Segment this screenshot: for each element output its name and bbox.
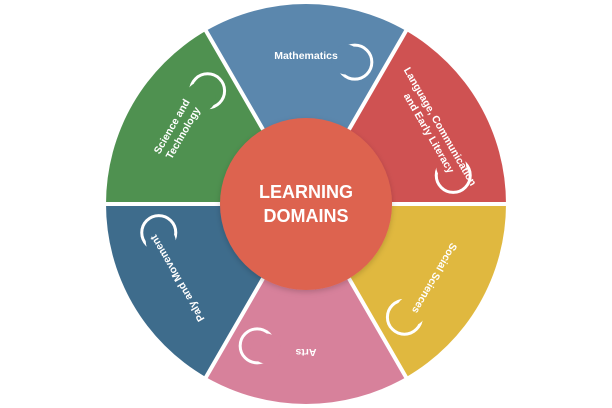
divider-line (203, 28, 265, 131)
puzzle-knob-fill-play (145, 226, 176, 257)
puzzle-knob-fill-arts (250, 333, 281, 364)
divider-line (347, 28, 409, 131)
segment-dividers (104, 28, 508, 380)
divider-line (347, 277, 409, 380)
center-circle (220, 118, 392, 290)
divider-line (203, 277, 265, 380)
puzzle-knob-fill-language (436, 151, 467, 182)
label-arts-line: Arts (295, 346, 316, 358)
label-mathematics-line: Mathematics (274, 50, 338, 62)
center-title-line1: LEARNING (259, 182, 353, 202)
center-hub (220, 118, 392, 290)
puzzle-knob-fill-science (185, 82, 216, 113)
label-arts: Arts (295, 346, 316, 358)
center-title-line2: DOMAINS (264, 206, 349, 226)
puzzle-knob-fill-social (396, 295, 427, 326)
puzzle-knob-fill-mathematics (331, 44, 362, 75)
label-mathematics: Mathematics (274, 50, 338, 62)
